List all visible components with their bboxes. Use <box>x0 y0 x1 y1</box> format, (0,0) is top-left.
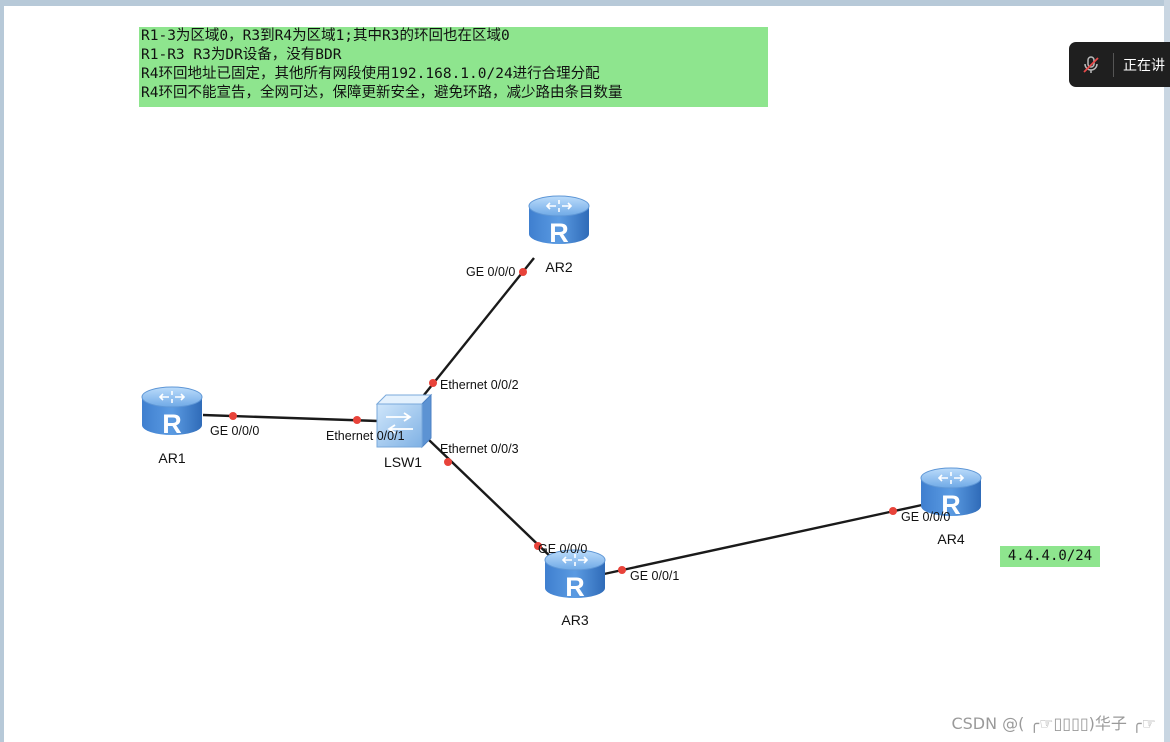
meeting-speaking-panel[interactable]: 正在讲 <box>1069 42 1170 87</box>
device-label-ar2: AR2 <box>545 259 572 275</box>
router-letter: R <box>941 490 961 520</box>
device-label-ar1: AR1 <box>158 450 185 466</box>
port-dot-ar1-ge000 <box>229 412 237 420</box>
port-label-ar3-ge000: GE 0/0/0 <box>538 542 587 556</box>
router-ar4[interactable]: R <box>920 467 982 520</box>
switch-lsw1[interactable] <box>375 393 433 449</box>
port-dots <box>229 268 897 574</box>
port-dot-lsw1-eth001 <box>353 416 361 424</box>
port-label-ar4-ge000: GE 0/0/0 <box>901 510 950 524</box>
csdn-watermark: CSDN @( ╭☞▯▯▯▯)华子 ╭☞ <box>951 714 1156 733</box>
vertical-scrollbar[interactable] <box>1164 0 1170 742</box>
port-label-lsw1-eth001: Ethernet 0/0/1 <box>326 429 405 443</box>
meeting-status-text: 正在讲 <box>1123 57 1165 74</box>
port-dot-ar3-ge001 <box>618 566 626 574</box>
note-line-2: R1-R3 R3为DR设备，没有BDR <box>141 47 342 63</box>
port-dot-ar2-ge000 <box>519 268 527 276</box>
router-ar3[interactable]: R <box>544 549 606 602</box>
port-dot-ar4-ge000 <box>889 507 897 515</box>
port-dot-lsw1-eth002 <box>429 379 437 387</box>
links <box>202 257 923 576</box>
port-label-ar2-ge000: GE 0/0/0 <box>466 265 515 279</box>
port-label-ar1-ge000: GE 0/0/0 <box>210 424 259 438</box>
note-line-1: R1-3为区域0，R3到R4为区域1;其中R3的环回也在区域0 <box>141 28 510 44</box>
link-ar2-lsw1[interactable] <box>419 257 535 401</box>
device-label-ar3: AR3 <box>561 612 588 628</box>
router-letter: R <box>162 409 182 439</box>
device-label-lsw1: LSW1 <box>384 454 422 470</box>
port-dot-lsw1-eth003 <box>444 458 452 466</box>
note-line-4: R4环回不能宣告，全网可达，保障更新安全，避免环路，减少路由条目数量 <box>141 85 623 101</box>
ar4-loopback-label[interactable]: 4.4.4.0/24 <box>1000 546 1100 567</box>
link-ar3-lsw1[interactable] <box>428 439 555 561</box>
requirements-note[interactable]: R1-3为区域0，R3到R4为区域1;其中R3的环回也在区域0 R1-R3 R3… <box>139 27 768 107</box>
switch-icon <box>375 393 433 449</box>
link-ar3-ar4[interactable] <box>603 503 923 576</box>
device-label-ar4: AR4 <box>937 531 964 547</box>
port-label-ar3-ge001: GE 0/0/1 <box>630 569 679 583</box>
note-line-3: R4环回地址已固定，其他所有网段使用192.168.1.0/24进行合理分配 <box>141 66 600 82</box>
muted-microphone-icon[interactable] <box>1069 42 1113 87</box>
topology-canvas <box>4 6 1164 742</box>
port-label-lsw1-eth003: Ethernet 0/0/3 <box>440 442 519 456</box>
router-ar1[interactable]: R <box>141 386 203 439</box>
port-dot-ar3-ge000 <box>534 542 542 550</box>
router-letter: R <box>549 218 569 248</box>
router-ar2[interactable]: R <box>528 195 590 248</box>
port-label-lsw1-eth002: Ethernet 0/0/2 <box>440 378 519 392</box>
router-letter: R <box>565 572 585 602</box>
panel-separator <box>1113 52 1114 77</box>
